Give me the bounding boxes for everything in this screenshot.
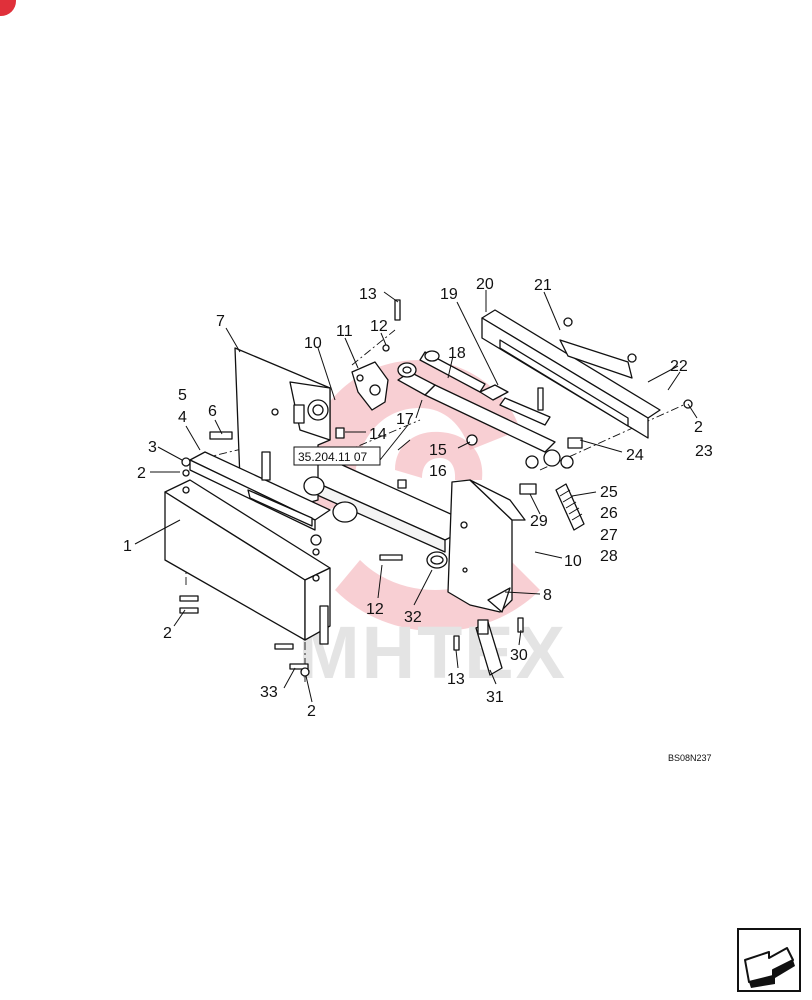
callout-18: 18 xyxy=(448,345,466,362)
callout-30: 30 xyxy=(510,647,528,664)
arrow-next-icon xyxy=(744,947,795,988)
callout-22: 22 xyxy=(670,358,688,375)
callout-3: 3 xyxy=(148,439,157,456)
spring-assembly xyxy=(519,483,585,531)
callout-21: 21 xyxy=(534,277,552,294)
callout-28: 28 xyxy=(600,548,618,565)
alignment-line xyxy=(351,329,396,366)
callout-17: 17 xyxy=(396,411,414,428)
callout-2: 2 xyxy=(137,465,146,482)
callout-29: 29 xyxy=(530,513,548,530)
callout-labels: 1 2 2 2 2 3 4 5 6 7 8 10 10 11 12 12 13 … xyxy=(123,276,713,720)
callout-13: 13 xyxy=(447,671,465,688)
callout-19: 19 xyxy=(440,286,458,303)
callout-12: 12 xyxy=(370,318,388,335)
callout-20: 20 xyxy=(476,276,494,293)
callout-23: 23 xyxy=(695,443,713,460)
callout-25: 25 xyxy=(600,484,618,501)
leader-lines xyxy=(134,290,698,703)
callout-11: 11 xyxy=(336,323,353,340)
callout-33: 33 xyxy=(260,684,278,701)
callout-24: 24 xyxy=(626,447,644,464)
front-shield xyxy=(164,479,331,645)
right-side-plate xyxy=(447,479,526,613)
callout-2: 2 xyxy=(307,703,316,720)
fasteners xyxy=(179,299,478,677)
callout-31: 31 xyxy=(486,689,504,706)
callout-7: 7 xyxy=(216,313,225,330)
link-bracket xyxy=(351,361,389,411)
callout-10: 10 xyxy=(304,335,322,352)
callout-14: 14 xyxy=(369,426,387,443)
top-rail xyxy=(481,309,693,439)
callout-32: 32 xyxy=(404,609,422,626)
callout-2: 2 xyxy=(694,419,703,436)
callout-16: 16 xyxy=(429,463,447,480)
callout-4: 4 xyxy=(178,409,187,426)
callout-12: 12 xyxy=(366,601,384,618)
callout-5: 5 xyxy=(178,387,187,404)
next-page-button[interactable] xyxy=(737,928,801,992)
upper-plate xyxy=(189,451,331,531)
callout-10: 10 xyxy=(564,553,582,570)
callout-27: 27 xyxy=(600,527,618,544)
cross-reference-box xyxy=(293,446,381,466)
callout-26: 26 xyxy=(600,505,618,522)
bushing xyxy=(426,551,448,569)
diagram-reference-code: BS08N237 xyxy=(668,753,712,763)
hydraulic-cylinder xyxy=(397,350,583,469)
callout-15: 15 xyxy=(429,442,447,459)
callout-13: 13 xyxy=(359,286,377,303)
round-cover xyxy=(332,501,358,523)
cross-reference-label: 35.204.11 07 xyxy=(298,450,368,464)
callout-2: 2 xyxy=(163,625,172,642)
callout-8: 8 xyxy=(543,587,552,604)
callout-1: 1 xyxy=(123,538,132,555)
left-side-plate xyxy=(234,347,331,506)
callout-6: 6 xyxy=(208,403,217,420)
